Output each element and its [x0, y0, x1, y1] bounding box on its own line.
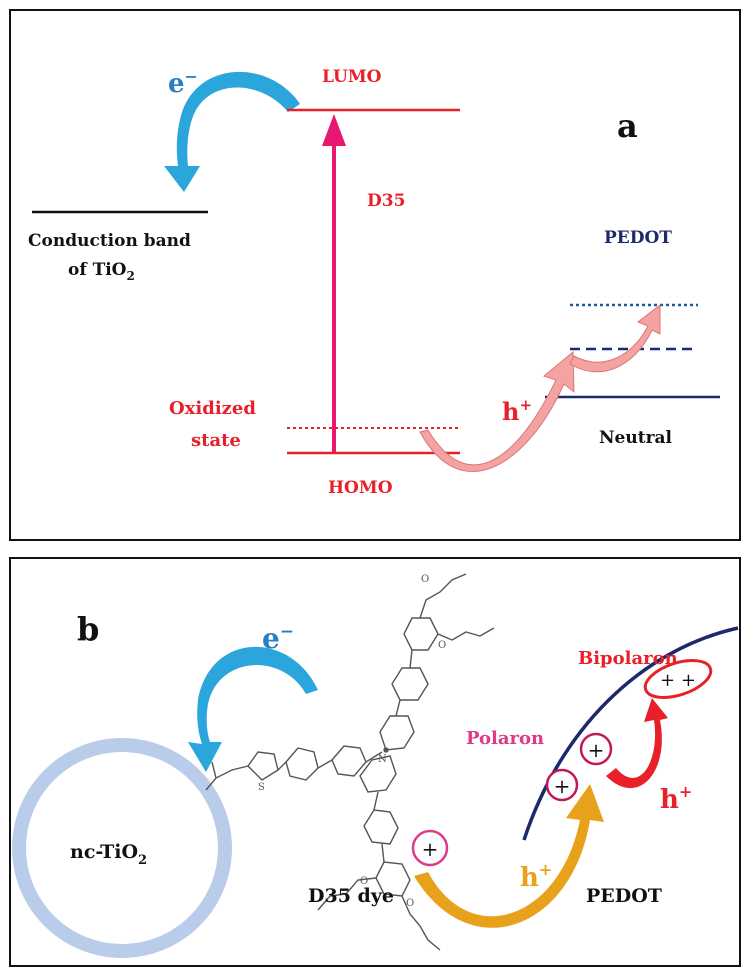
oxidized-label-2: state: [191, 430, 241, 451]
hole-label-red: h+: [660, 782, 692, 815]
hole-label-yellow: h+: [520, 860, 552, 893]
hole-label-a: h+: [502, 396, 532, 426]
conduction-band-label-2: of TiO2: [68, 260, 135, 283]
atom-o-4: O: [406, 898, 414, 909]
panel-b-electron-label: e−: [262, 622, 294, 655]
tio2-particle-ring: [12, 738, 232, 958]
panel-a-frame: [9, 9, 741, 541]
panel-a-electron-label: e−: [168, 67, 198, 99]
conduction-band-label: Conduction band: [28, 231, 191, 251]
atom-o-1: O: [421, 574, 429, 585]
hole-transfer-arrow-b: [414, 784, 604, 928]
pedot-chain: [522, 626, 739, 841]
d35-molecule: [205, 573, 495, 951]
oxidized-label: Oxidized: [169, 398, 256, 419]
polaron-plus-2: +: [588, 738, 605, 762]
lumo-label: LUMO: [322, 67, 382, 87]
homo-label: HOMO: [328, 478, 393, 498]
excitation-arrow-head: [322, 114, 346, 146]
panel-b-label: b: [77, 610, 99, 648]
panel-b-frame: [9, 557, 741, 967]
neutral-label: Neutral: [599, 428, 673, 448]
atom-o-3: O: [360, 876, 368, 887]
atom-o-2: O: [438, 640, 446, 651]
electron-injection-arrow: [188, 646, 318, 772]
atom-n: N: [378, 754, 387, 765]
pedot-label-b: PEDOT: [586, 885, 662, 907]
d35-dye-label: D35 dye: [308, 885, 394, 907]
tio2-label: nc-TiO2: [70, 841, 147, 868]
bipolaron-plusplus: + +: [660, 670, 696, 691]
polaron-label: Polaron: [466, 728, 544, 749]
hole-transfer-arrow-a: [419, 303, 661, 472]
atom-s: S: [258, 782, 265, 793]
polaron-plus-1: +: [554, 774, 571, 798]
panel-a-label: a: [617, 107, 638, 145]
dye-hole-plus: +: [422, 837, 439, 861]
pedot-label-a: PEDOT: [604, 228, 672, 248]
polaron-to-bipolaron-arrow: [606, 698, 668, 789]
polaron-circle-1: [545, 768, 579, 802]
d35-label: D35: [367, 191, 405, 211]
dye-hole-circle: [411, 829, 449, 867]
bipolaron-label: Bipolaron: [578, 648, 678, 669]
polaron-circle-2: [579, 732, 613, 766]
bipolaron-ellipse: [643, 659, 713, 699]
electron-transfer-arrow: [164, 71, 300, 192]
